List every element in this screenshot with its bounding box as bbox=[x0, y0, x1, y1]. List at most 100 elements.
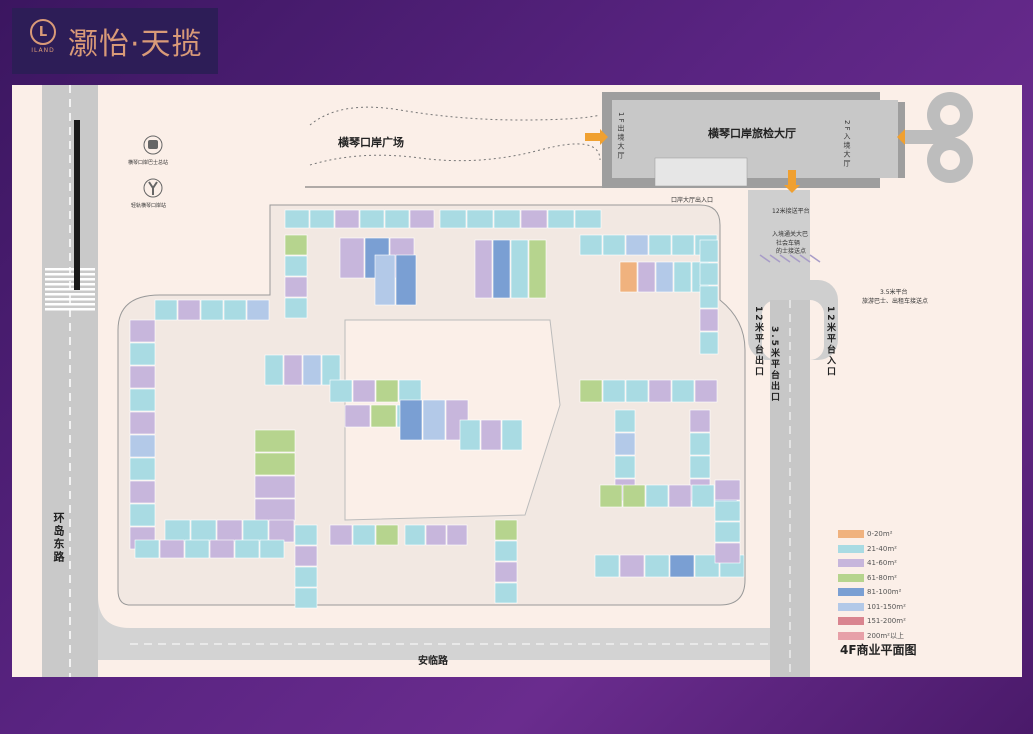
shop-unit[interactable] bbox=[352, 379, 376, 403]
shop-unit[interactable] bbox=[492, 239, 511, 299]
shop-unit[interactable] bbox=[283, 354, 303, 386]
shop-unit[interactable] bbox=[284, 276, 308, 298]
shop-unit[interactable] bbox=[375, 379, 399, 403]
shop-unit[interactable] bbox=[329, 379, 353, 403]
shop-unit[interactable] bbox=[284, 234, 308, 256]
shop-unit[interactable] bbox=[648, 234, 672, 256]
shop-unit[interactable] bbox=[254, 452, 296, 476]
shop-unit[interactable] bbox=[159, 539, 185, 559]
shop-unit[interactable] bbox=[129, 434, 156, 458]
shop-unit[interactable] bbox=[625, 379, 649, 403]
shop-unit[interactable] bbox=[501, 419, 523, 451]
shop-unit[interactable] bbox=[510, 239, 529, 299]
shop-unit[interactable] bbox=[246, 299, 270, 321]
shop-unit[interactable] bbox=[339, 237, 365, 279]
shop-unit[interactable] bbox=[594, 554, 620, 578]
shop-unit[interactable] bbox=[268, 519, 295, 543]
shop-unit[interactable] bbox=[699, 285, 719, 309]
shop-unit[interactable] bbox=[129, 388, 156, 412]
shop-unit[interactable] bbox=[673, 261, 692, 293]
shop-unit[interactable] bbox=[480, 419, 502, 451]
shop-unit[interactable] bbox=[422, 399, 446, 441]
shop-unit[interactable] bbox=[714, 542, 741, 564]
shop-unit[interactable] bbox=[129, 319, 156, 343]
shop-unit[interactable] bbox=[259, 539, 285, 559]
shop-unit[interactable] bbox=[209, 539, 235, 559]
shop-unit[interactable] bbox=[694, 379, 718, 403]
shop-unit[interactable] bbox=[254, 498, 296, 522]
shop-unit[interactable] bbox=[294, 587, 318, 609]
shop-unit[interactable] bbox=[671, 379, 695, 403]
shop-unit[interactable] bbox=[216, 519, 243, 543]
shop-unit[interactable] bbox=[352, 524, 376, 546]
shop-unit[interactable] bbox=[614, 455, 636, 479]
shop-unit[interactable] bbox=[622, 484, 646, 508]
shop-unit[interactable] bbox=[164, 519, 191, 543]
shop-unit[interactable] bbox=[129, 480, 156, 504]
shop-unit[interactable] bbox=[309, 209, 335, 229]
shop-unit[interactable] bbox=[242, 519, 269, 543]
shop-unit[interactable] bbox=[398, 379, 422, 403]
shop-unit[interactable] bbox=[644, 554, 670, 578]
shop-unit[interactable] bbox=[129, 365, 156, 389]
shop-unit[interactable] bbox=[619, 554, 645, 578]
shop-unit[interactable] bbox=[374, 254, 396, 306]
shop-unit[interactable] bbox=[409, 209, 435, 229]
shop-unit[interactable] bbox=[375, 524, 399, 546]
shop-unit[interactable] bbox=[329, 524, 353, 546]
shop-unit[interactable] bbox=[689, 409, 711, 433]
shop-unit[interactable] bbox=[459, 419, 481, 451]
shop-unit[interactable] bbox=[714, 500, 741, 522]
shop-unit[interactable] bbox=[190, 519, 217, 543]
shop-unit[interactable] bbox=[648, 379, 672, 403]
shop-unit[interactable] bbox=[474, 239, 493, 299]
shop-unit[interactable] bbox=[645, 484, 669, 508]
shop-unit[interactable] bbox=[294, 545, 318, 567]
shop-unit[interactable] bbox=[689, 432, 711, 456]
shop-unit[interactable] bbox=[579, 234, 603, 256]
shop-unit[interactable] bbox=[254, 475, 296, 499]
shop-unit[interactable] bbox=[177, 299, 201, 321]
shop-unit[interactable] bbox=[493, 209, 521, 229]
shop-unit[interactable] bbox=[547, 209, 575, 229]
shop-unit[interactable] bbox=[494, 540, 518, 562]
shop-unit[interactable] bbox=[669, 554, 695, 578]
shop-unit[interactable] bbox=[154, 299, 178, 321]
shop-unit[interactable] bbox=[494, 519, 518, 541]
shop-unit[interactable] bbox=[334, 209, 360, 229]
shop-unit[interactable] bbox=[395, 254, 417, 306]
shop-unit[interactable] bbox=[637, 261, 656, 293]
shop-unit[interactable] bbox=[425, 524, 447, 546]
shop-unit[interactable] bbox=[691, 484, 715, 508]
shop-unit[interactable] bbox=[294, 566, 318, 588]
shop-unit[interactable] bbox=[699, 239, 719, 263]
shop-unit[interactable] bbox=[671, 234, 695, 256]
shop-unit[interactable] bbox=[699, 308, 719, 332]
shop-unit[interactable] bbox=[602, 234, 626, 256]
shop-unit[interactable] bbox=[294, 524, 318, 546]
shop-unit[interactable] bbox=[359, 209, 385, 229]
shop-unit[interactable] bbox=[625, 234, 649, 256]
shop-unit[interactable] bbox=[129, 342, 156, 366]
shop-unit[interactable] bbox=[655, 261, 674, 293]
shop-unit[interactable] bbox=[129, 457, 156, 481]
shop-unit[interactable] bbox=[234, 539, 260, 559]
shop-unit[interactable] bbox=[284, 209, 310, 229]
shop-unit[interactable] bbox=[399, 399, 423, 441]
shop-unit[interactable] bbox=[129, 411, 156, 435]
shop-unit[interactable] bbox=[668, 484, 692, 508]
shop-unit[interactable] bbox=[714, 479, 741, 501]
shop-unit[interactable] bbox=[602, 379, 626, 403]
shop-unit[interactable] bbox=[699, 262, 719, 286]
shop-unit[interactable] bbox=[699, 331, 719, 355]
shop-unit[interactable] bbox=[284, 255, 308, 277]
shop-unit[interactable] bbox=[200, 299, 224, 321]
shop-unit[interactable] bbox=[404, 524, 426, 546]
shop-unit[interactable] bbox=[619, 261, 638, 293]
shop-unit[interactable] bbox=[494, 561, 518, 583]
shop-unit[interactable] bbox=[370, 404, 397, 428]
shop-unit[interactable] bbox=[184, 539, 210, 559]
shop-unit[interactable] bbox=[466, 209, 494, 229]
shop-unit[interactable] bbox=[446, 524, 468, 546]
shop-unit[interactable] bbox=[384, 209, 410, 229]
